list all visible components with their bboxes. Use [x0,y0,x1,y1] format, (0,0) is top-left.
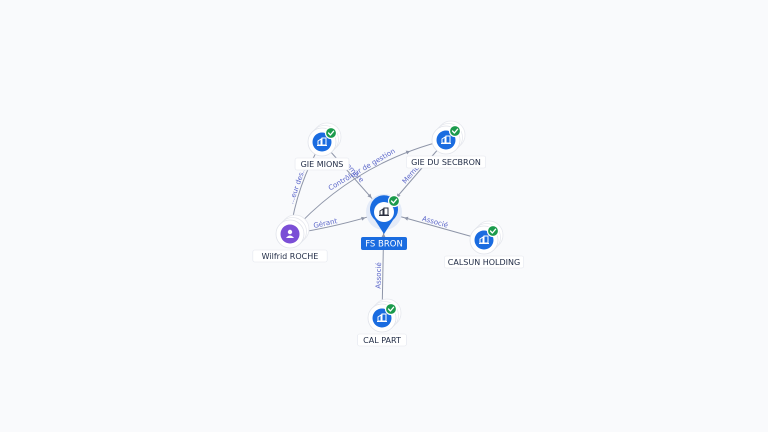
edge-arrowhead [404,216,409,221]
company-building-icon [379,207,389,216]
node-label: GIE MIONS [301,160,344,169]
node-label-chip [357,333,407,347]
edge-arrowhead [381,233,386,238]
node-label-chip [252,249,328,263]
node-calsun[interactable]: CALSUN HOLDING [443,220,524,269]
node-giemions[interactable]: GIE MIONS [294,122,350,171]
company-building-icon [377,313,387,322]
node-giesecbron[interactable]: GIE DU SECBRON [405,120,486,169]
edge-arrowhead [405,150,411,155]
company-building-icon [317,137,327,146]
node-label: CAL PART [363,336,401,345]
node-label: GIE DU SECBRON [411,158,481,167]
node-label: FS BRON [365,240,403,250]
person-icon [286,229,294,238]
node-label-chip [361,237,407,250]
node-calpart[interactable]: CAL PART [357,298,407,347]
edge-label: Associé [421,215,449,230]
edge-arrowhead [367,193,372,198]
verified-check-icon [384,302,398,316]
verified-check-icon [324,126,338,140]
edge-arrowhead [361,216,366,221]
edge-label: Associé [375,262,383,289]
node-label-chip [294,157,350,171]
node-label: CALSUN HOLDING [448,258,520,267]
node-label-chip [443,255,524,269]
node-label: Wilfrid ROCHE [262,252,319,261]
node-wilfrid[interactable]: Wilfrid ROCHE [252,214,328,263]
verified-check-icon [387,194,401,208]
nodes-layer: FS BRON GIE MIONS GIE DU SECBRON Wilfrid RO… [252,120,524,347]
node-fsbron[interactable]: FS BRON [361,194,407,250]
edge-line [289,139,447,235]
verified-check-icon [448,124,462,138]
company-building-icon [479,235,489,244]
node-label-chip [405,155,486,169]
company-building-icon [441,135,451,144]
verified-check-icon [486,224,500,238]
